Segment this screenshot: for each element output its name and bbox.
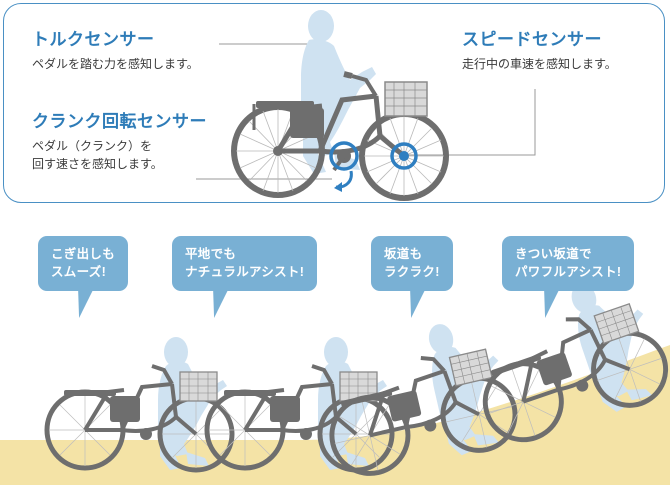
callout-crank-body-line2: 回す速さを感知します。 (32, 157, 163, 172)
bicycle-1 (44, 364, 235, 473)
bubble-3-line1: 坂道も (384, 247, 423, 261)
bubble-3-line2: ラクラク! (384, 265, 440, 280)
sensor-panel: トルクセンサー ペダルを踏む力を感知します。 クランク回転センサー ペダル（クラ… (3, 3, 665, 203)
bubble-2-line2: ナチュラルアシスト! (185, 265, 305, 280)
assist-bubble-steep-slope: きつい坂道で パワフルアシスト! (502, 236, 635, 292)
crank-sensor-marker (329, 141, 359, 192)
callout-torque-body: ペダルを踏む力を感知します。 (32, 57, 199, 72)
bicycle-frame (231, 71, 449, 201)
speed-sensor-marker (390, 142, 418, 170)
assist-bubble-slope: 坂道も ラクラク! (371, 236, 453, 292)
bicycle-4 (482, 303, 669, 443)
rider-flat-start (44, 337, 235, 473)
bicycle-3 (329, 348, 518, 476)
assist-bubble-flat: 平地でも ナチュラルアシスト! (172, 236, 318, 292)
basket-4 (593, 303, 640, 345)
bubble-1-line1: こぎ出しも (51, 247, 116, 261)
bubble-1-line2: スムーズ! (51, 265, 107, 280)
callout-speed-title: スピードセンサー (462, 30, 602, 49)
basket-1 (179, 371, 218, 402)
rider-slope-mild (329, 324, 518, 476)
callout-speed-sensor: スピードセンサー 走行中の車速を感知します。 (462, 30, 617, 73)
callout-torque-sensor: トルクセンサー ペダルを踏む力を感知します。 (32, 30, 199, 73)
callout-torque-title: トルクセンサー (32, 30, 155, 49)
bubble-4-line1: きつい坂道で (515, 247, 592, 261)
callout-crank-title: クランク回転センサー (32, 112, 207, 131)
callout-crank-body-line1: ペダル（クランク）を (32, 139, 153, 154)
bicycle-illustration (196, 10, 536, 201)
bubble-4-line2: パワフルアシスト! (515, 265, 622, 280)
bubble-2-line1: 平地でも (185, 247, 237, 261)
callout-speed-body: 走行中の車速を感知します。 (462, 57, 617, 72)
basket-3 (448, 348, 493, 387)
assist-bubble-start: こぎ出しも スムーズ! (38, 236, 129, 292)
rider-slope-steep (482, 283, 669, 443)
callout-crank-rotation-sensor: クランク回転センサー ペダル（クランク）を 回す速さを感知します。 (32, 112, 207, 173)
front-basket (384, 81, 428, 117)
